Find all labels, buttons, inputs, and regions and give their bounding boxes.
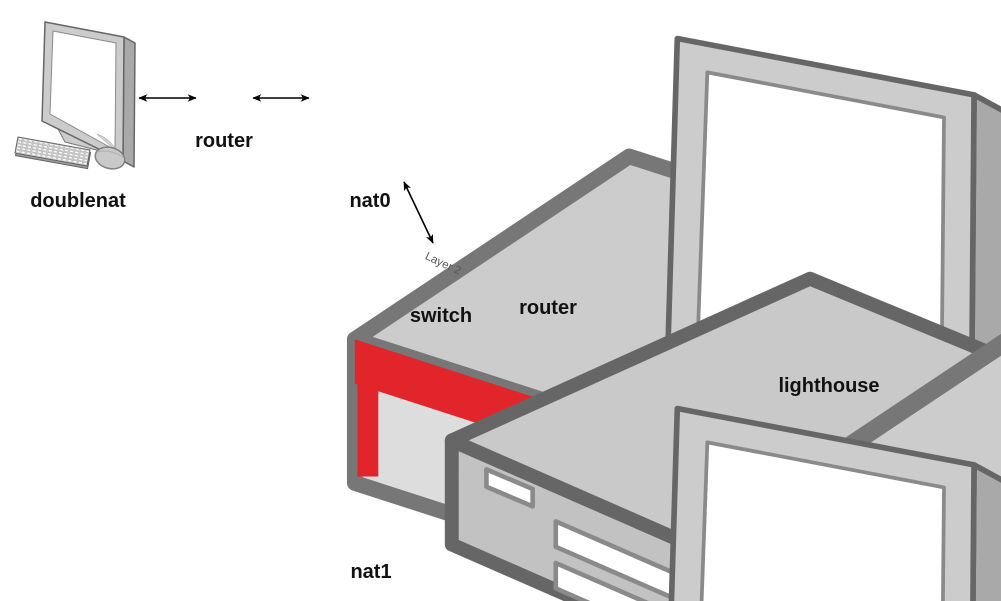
node-router-doublenat[interactable]: router — [195, 130, 1001, 601]
node-label-nat0: nat0 — [349, 190, 390, 212]
node-label-nat1: nat1 — [350, 561, 391, 583]
node-nat0[interactable]: nat0 — [349, 37, 1001, 601]
node-doublenat[interactable]: doublenat — [13, 21, 136, 212]
node-nat1[interactable]: nat1 — [350, 407, 1001, 601]
node-lighthouse[interactable]: lighthouse — [778, 223, 1001, 601]
node-label-lighthouse: lighthouse — [778, 375, 879, 397]
node-router-wan[interactable]: router — [519, 297, 1001, 601]
node-label-router-doublenat: router — [195, 130, 253, 152]
node-label-router-wan: router — [519, 297, 577, 319]
node-label-switch: switch — [410, 305, 472, 327]
node-label-doublenat: doublenat — [30, 190, 126, 212]
pc-icon — [13, 21, 136, 173]
edge-nat0-switch[interactable] — [403, 181, 434, 244]
